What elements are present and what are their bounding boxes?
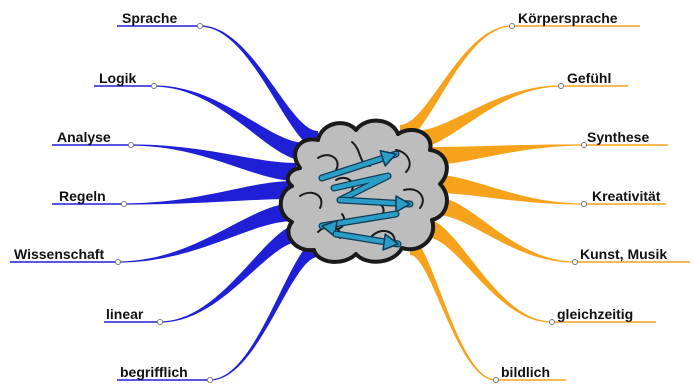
left-label-7: begrifflich (120, 364, 188, 380)
left-label-4: Regeln (59, 188, 106, 204)
right-branch-7 (410, 237, 496, 381)
arrow-head-1 (379, 149, 397, 167)
left-branch-4 (124, 181, 292, 205)
right-branch-node-4 (581, 201, 587, 207)
right-branch-node-6 (549, 319, 555, 325)
left-branches (10, 23, 318, 383)
right-label-4: Kreativität (592, 188, 661, 204)
right-branch-3 (430, 144, 584, 165)
right-branch-node-7 (493, 377, 499, 383)
right-branch-node-1 (509, 23, 515, 29)
right-branch-1 (400, 25, 512, 143)
left-branch-node-3 (128, 142, 134, 148)
left-branch-node-1 (197, 23, 203, 29)
right-branch-2 (414, 85, 561, 149)
brain-icon (278, 118, 449, 264)
left-label-3: Analyse (57, 129, 111, 145)
right-label-2: Gefühl (567, 70, 612, 86)
left-branch-7 (210, 239, 318, 381)
right-branches (400, 23, 690, 383)
left-branch-3 (131, 144, 296, 181)
arrow-head-5 (382, 233, 399, 251)
right-label-5: Kunst, Musik (580, 246, 668, 262)
left-label-2: Logik (99, 70, 137, 86)
right-label-3: Synthese (587, 129, 650, 145)
right-branch-node-5 (572, 259, 578, 265)
left-branch-node-2 (151, 83, 157, 89)
left-label-5: Wissenschaft (14, 246, 105, 262)
left-label-6: linear (106, 306, 144, 322)
right-branch-4 (436, 175, 584, 205)
left-branch-6 (160, 223, 302, 323)
left-branch-1 (200, 25, 318, 149)
left-branch-node-6 (157, 319, 163, 325)
right-branch-node-3 (581, 142, 587, 148)
left-branch-5 (118, 203, 294, 263)
right-label-7: bildlich (501, 364, 550, 380)
right-label-6: gleichzeitig (557, 306, 634, 322)
left-branch-node-5 (115, 259, 121, 265)
left-label-1: Sprache (122, 10, 178, 26)
left-branch-node-4 (121, 201, 127, 207)
arrow-head-3 (395, 195, 411, 213)
right-branch-node-2 (558, 83, 564, 89)
arrow-shaft-2 (331, 173, 391, 203)
right-label-1: Körpersprache (518, 10, 618, 26)
right-branch-6 (426, 219, 552, 323)
left-branch-2 (154, 85, 306, 161)
right-branch-5 (436, 197, 575, 263)
brain-arrows (318, 149, 414, 251)
left-branch-node-7 (207, 377, 213, 383)
